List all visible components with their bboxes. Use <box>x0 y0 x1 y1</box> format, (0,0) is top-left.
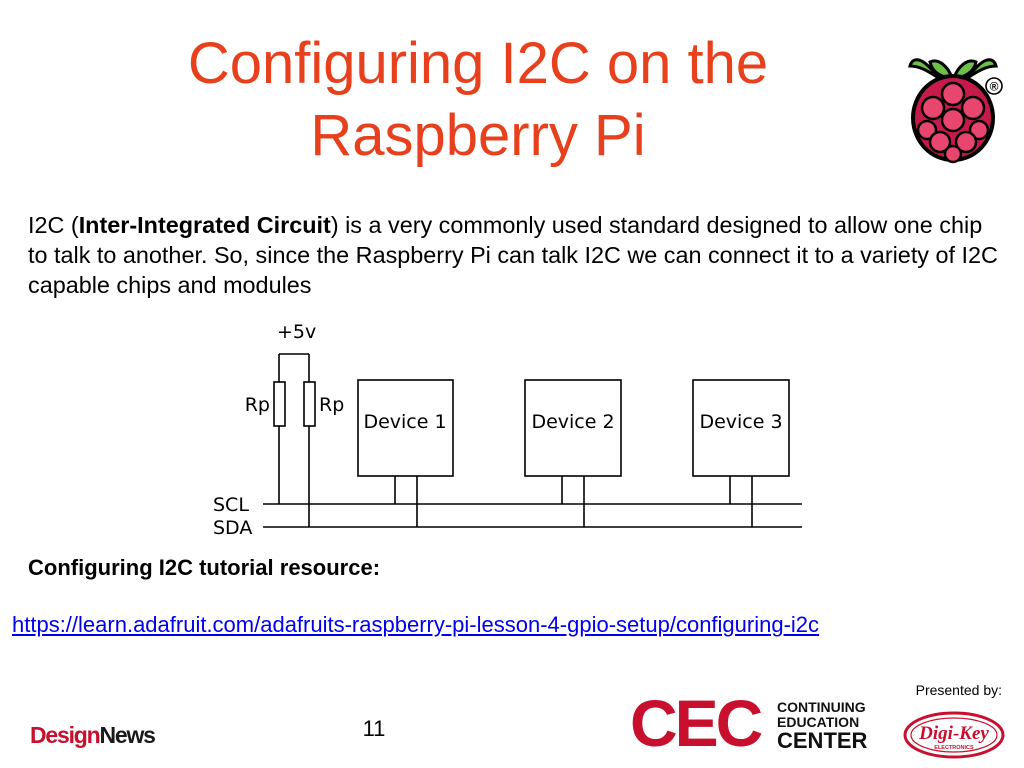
resistor-rp1 <box>273 381 286 427</box>
designnews-logo-part2: News <box>99 722 156 748</box>
device-1-label: Device 1 <box>363 411 446 433</box>
intro-text-part1: I2C ( <box>28 212 79 238</box>
resistor-rp2 <box>303 381 316 427</box>
device-2-label: Device 2 <box>531 411 614 433</box>
intro-paragraph: I2C (Inter-Integrated Circuit) is a very… <box>28 210 1003 300</box>
intro-text-bold: Inter-Integrated Circuit <box>78 212 331 238</box>
scl-label: SCL <box>213 494 249 516</box>
sda-label: SDA <box>213 517 252 539</box>
tutorial-link[interactable]: https://learn.adafruit.com/adafruits-ras… <box>12 612 820 637</box>
digikey-logo: Digi-Key ELECTRONICS <box>903 711 1005 759</box>
device-3-box <box>692 379 790 477</box>
supply-label: +5v <box>277 321 316 343</box>
cec-logo-text: CONTINUING EDUCATION CENTER <box>777 700 867 752</box>
cec-line2: EDUCATION <box>777 714 860 730</box>
tutorial-heading: Configuring I2C tutorial resource: <box>28 555 381 580</box>
slide-title-line2: Raspberry Pi <box>310 103 646 168</box>
cec-logo-letters: CEC <box>630 686 763 760</box>
cec-line3: CENTER <box>777 728 868 753</box>
device-2-box <box>524 379 622 477</box>
designnews-logo: DesignNews <box>30 722 156 749</box>
registered-mark: ® <box>990 80 999 94</box>
designnews-logo-part1: Design <box>30 722 101 748</box>
digikey-logo-sub: ELECTRONICS <box>934 745 974 751</box>
cec-logo: CEC CONTINUING EDUCATION CENTER <box>630 690 880 756</box>
rp2-label: Rp <box>319 394 344 416</box>
cec-line1: CONTINUING <box>777 699 866 715</box>
device-1-box <box>357 379 454 477</box>
page-number: 11 <box>362 716 386 741</box>
rp1-label: Rp <box>245 394 270 416</box>
intro-text-part2: ) is a very commonly used standard desig… <box>28 212 998 298</box>
device-3-label: Device 3 <box>699 411 782 433</box>
raspberry-pi-logo-icon: ® <box>908 58 1003 164</box>
presented-by-label: Presented by: <box>915 682 1002 698</box>
slide-title-line1: Configuring I2C on the <box>187 31 769 96</box>
i2c-bus-diagram: +5v Rp Rp Device 1 Device 2 Device 3 SCL… <box>213 321 802 539</box>
slide-title: Configuring I2C on the Raspberry Pi <box>0 28 956 172</box>
digikey-logo-name: Digi-Key <box>918 723 989 744</box>
